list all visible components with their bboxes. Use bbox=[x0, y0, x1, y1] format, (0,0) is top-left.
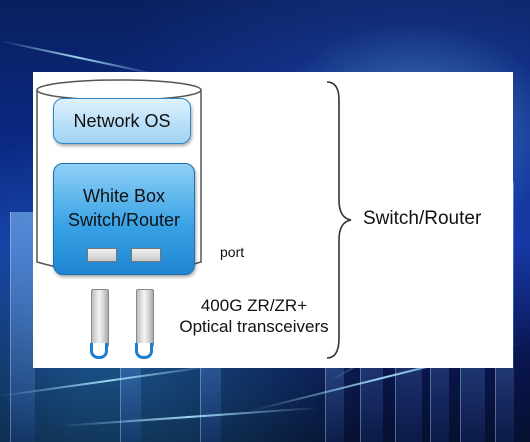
optical-transceiver-icon bbox=[90, 289, 110, 361]
switch-label-line2: Switch/Router bbox=[67, 210, 181, 230]
device-chassis: Network OS White Box Switch/Router bbox=[35, 78, 203, 276]
optical-transceiver-icon bbox=[135, 289, 155, 361]
diagram-panel: Network OS White Box Switch/Router port … bbox=[33, 72, 513, 368]
network-os-box: Network OS bbox=[53, 98, 191, 144]
transceiver-label-line1: 400G ZR/ZR+ bbox=[200, 296, 308, 315]
port-slot bbox=[87, 248, 117, 262]
grouping-brace bbox=[326, 81, 352, 359]
switch-label: White Box Switch/Router bbox=[54, 184, 194, 232]
port-label: port bbox=[220, 244, 245, 260]
switch-router-group-label: Switch/Router bbox=[363, 208, 482, 229]
white-box-switch: White Box Switch/Router bbox=[53, 163, 195, 275]
switch-label-line1: White Box bbox=[82, 186, 166, 206]
transceiver-label-line2: Optical transceivers bbox=[179, 317, 329, 336]
transceiver-label: 400G ZR/ZR+ Optical transceivers bbox=[164, 295, 344, 337]
port-slot bbox=[131, 248, 161, 262]
network-os-label: Network OS bbox=[73, 111, 171, 131]
